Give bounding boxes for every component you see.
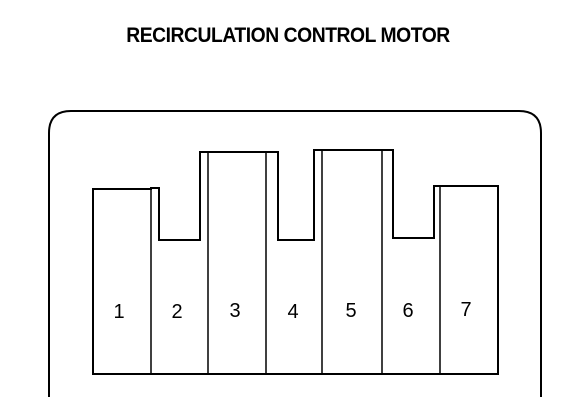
pin-label-1: 1: [113, 301, 124, 323]
pin-label-6: 6: [402, 300, 413, 322]
pin-cavity-outline: [92, 149, 499, 375]
pin-label-4: 4: [287, 301, 298, 323]
diagram-title: RECIRCULATION CONTROL MOTOR: [126, 24, 450, 47]
pin-label-2: 2: [171, 301, 182, 323]
connector-housing: [48, 110, 542, 397]
pin-label-7: 7: [460, 299, 471, 321]
pin-label-3: 3: [229, 300, 240, 322]
pin-label-5: 5: [345, 300, 356, 322]
